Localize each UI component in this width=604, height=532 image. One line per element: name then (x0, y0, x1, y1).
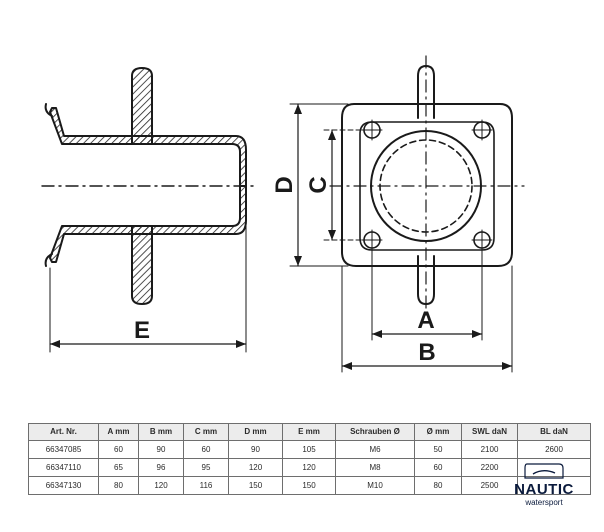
cell-b: 96 (138, 458, 184, 477)
upper-flange-arm (131, 67, 153, 145)
cell-screws: M8 (335, 458, 415, 477)
cell-d: 150 (228, 476, 283, 495)
cell-art-nr: 66347130 (28, 476, 99, 495)
label-a: A (417, 307, 434, 334)
cell-b: 90 (138, 440, 184, 459)
header-e: E mm (282, 423, 336, 441)
table-header-row: Art. Nr. A mm B mm C mm D mm E mm Schrau… (28, 423, 591, 441)
cell-diameter: 60 (414, 458, 462, 477)
cell-d: 90 (228, 440, 283, 459)
bolt-hole-top-left (361, 119, 383, 141)
cell-d: 120 (228, 458, 283, 477)
cell-c: 95 (183, 458, 229, 477)
lower-flange-arm (131, 225, 153, 305)
side-section-view (41, 67, 259, 353)
header-diameter: Ø mm (414, 423, 462, 441)
cell-a: 80 (98, 476, 139, 495)
front-view (289, 55, 525, 373)
cell-a: 65 (98, 458, 139, 477)
cell-e: 150 (282, 476, 336, 495)
outer-base-plate (341, 103, 513, 267)
boat-icon (524, 463, 564, 479)
bolt-hole-top-right (471, 119, 493, 141)
cell-b: 120 (138, 476, 184, 495)
cell-swl: 2100 (461, 440, 518, 459)
label-c: C (305, 176, 332, 193)
label-e: E (134, 317, 150, 344)
table-row: 66347085 60 90 60 90 105 M6 50 2100 2600 (28, 440, 591, 459)
cell-e: 105 (282, 440, 336, 459)
header-screws: Schrauben Ø (335, 423, 415, 441)
brand-name: NAUTIC (514, 481, 574, 498)
cell-art-nr: 66347110 (28, 458, 99, 477)
cell-art-nr: 66347085 (28, 440, 99, 459)
header-bl: BL daN (517, 423, 591, 441)
technical-drawing: E (41, 55, 525, 373)
header-art-nr: Art. Nr. (28, 423, 99, 441)
cell-c: 60 (183, 440, 229, 459)
header-b: B mm (138, 423, 184, 441)
table-row: 66347130 80 120 116 150 150 M10 80 2500 (28, 476, 591, 495)
bottom-lip-curl (44, 253, 53, 267)
cell-swl: 2500 (461, 476, 518, 495)
header-swl: SWL daN (461, 423, 518, 441)
cell-screws: M10 (335, 476, 415, 495)
header-d: D mm (228, 423, 283, 441)
cell-screws: M6 (335, 440, 415, 459)
header-a: A mm (98, 423, 139, 441)
bolt-hole-bottom-right (471, 229, 493, 251)
cell-a: 60 (98, 440, 139, 459)
header-c: C mm (183, 423, 229, 441)
cell-diameter: 80 (414, 476, 462, 495)
cell-e: 120 (282, 458, 336, 477)
cell-bl (517, 476, 591, 495)
label-b: B (418, 339, 435, 366)
brand-logo: NAUTIC watersport (503, 460, 585, 512)
cell-c: 116 (183, 476, 229, 495)
cell-bl: 2600 (517, 440, 591, 459)
bolt-hole-bottom-left (361, 229, 383, 251)
label-d: D (271, 176, 298, 193)
brand-tagline: watersport (525, 498, 563, 507)
cell-diameter: 50 (414, 440, 462, 459)
specs-table: Art. Nr. A mm B mm C mm D mm E mm Schrau… (28, 423, 591, 495)
top-lip-curl (44, 103, 53, 117)
